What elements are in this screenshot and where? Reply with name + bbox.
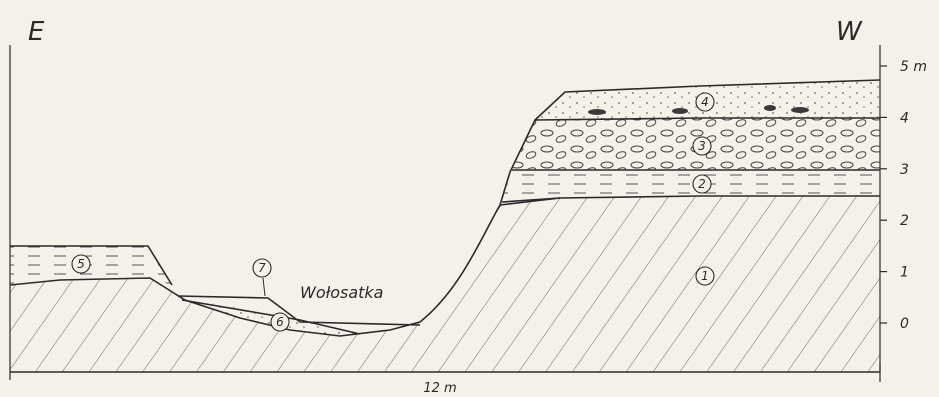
layer-3-number: 3 (698, 139, 706, 153)
direction-west-label: W (836, 17, 863, 47)
depth-tick-label: 5 m (900, 59, 927, 75)
layer-1-number: 1 (701, 269, 709, 283)
depth-tick-label: 3 (900, 162, 909, 178)
layer-label-6: 6 (271, 313, 289, 331)
depth-scale-ticks: 5 m 4 3 2 1 0 (880, 59, 927, 332)
layer-5-number: 5 (77, 257, 85, 271)
layer-label-3: 3 (693, 137, 711, 155)
scale-bar-label: 12 m (423, 381, 456, 396)
depth-tick-label: 1 (900, 265, 909, 281)
layer-4-number: 4 (701, 95, 709, 109)
layer-label-2: 2 (693, 175, 711, 193)
layer-6-number: 6 (276, 315, 284, 329)
river-label: Wołosatka (300, 283, 383, 302)
layer-label-4: 4 (696, 93, 714, 111)
layer-label-5: 5 (72, 255, 90, 273)
layer-label-7: 7 (253, 259, 271, 296)
layer-1-bedrock (10, 196, 880, 372)
depth-tick-label: 4 (900, 110, 909, 126)
direction-east-label: E (28, 17, 45, 47)
depth-tick-label: 0 (900, 316, 909, 332)
layer-2-number: 2 (698, 177, 706, 191)
layer-label-1: 1 (696, 267, 714, 285)
depth-tick-label: 2 (900, 213, 909, 229)
layer-7-number: 7 (258, 261, 266, 275)
